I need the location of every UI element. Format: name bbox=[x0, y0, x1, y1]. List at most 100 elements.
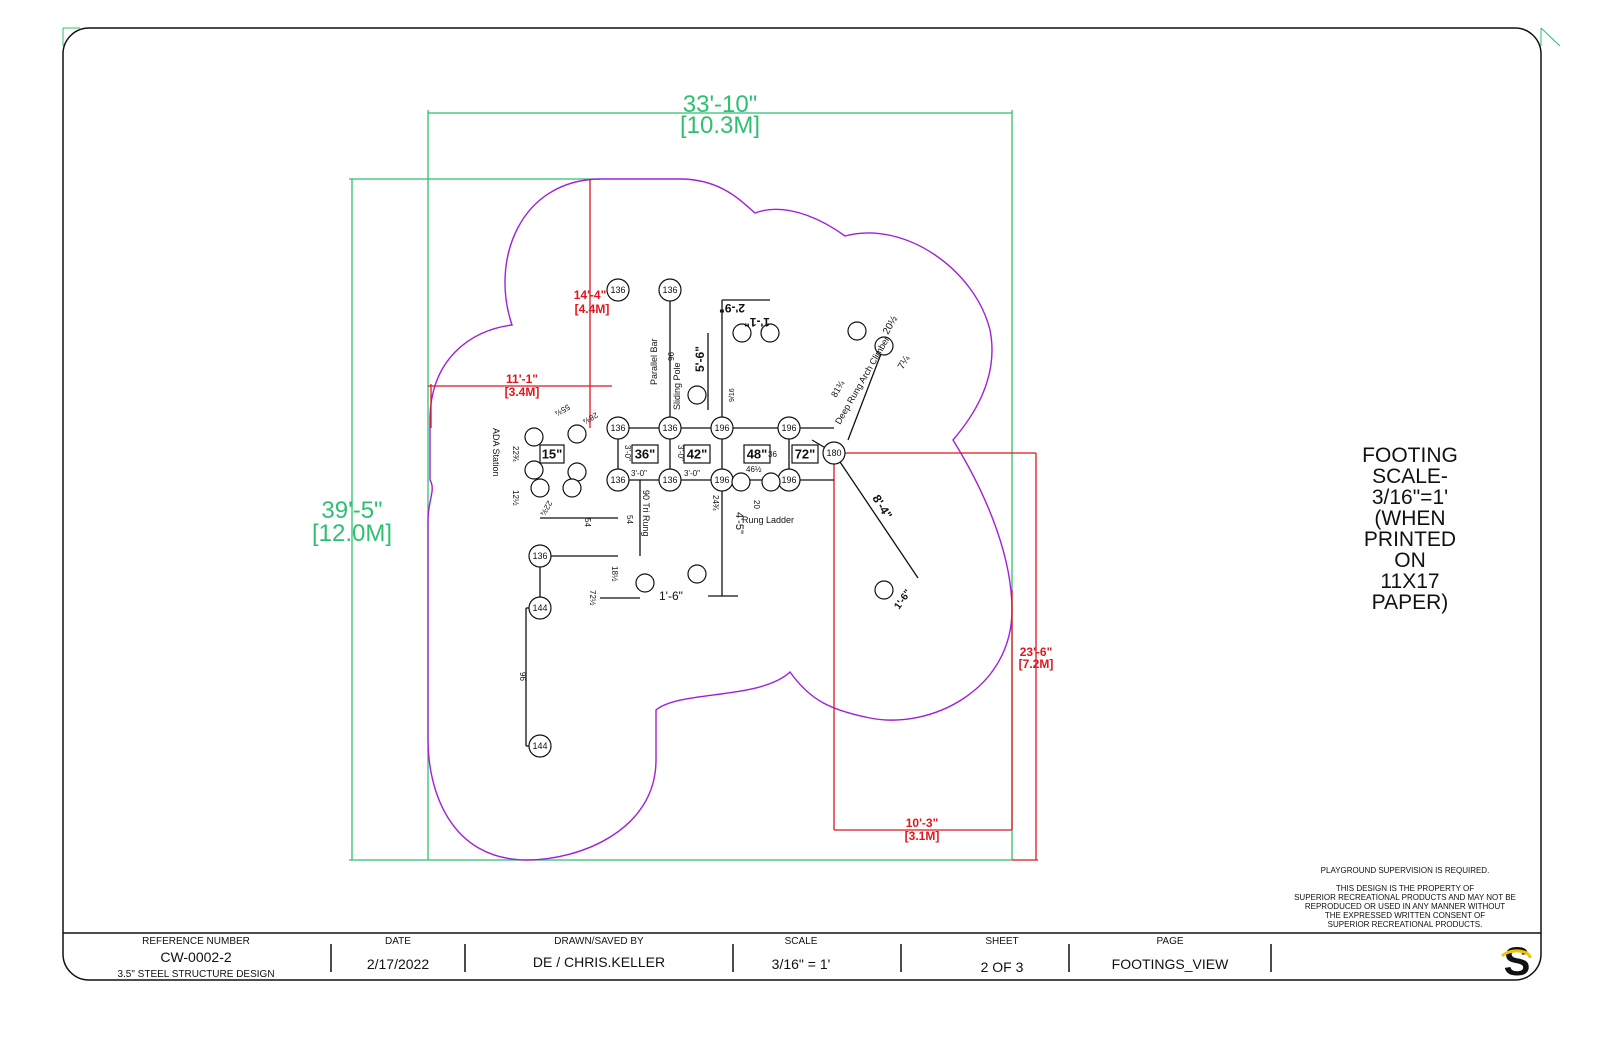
svg-text:196: 196 bbox=[781, 423, 796, 433]
supervision-note: PLAYGROUND SUPERVISION IS REQUIRED. bbox=[1321, 866, 1490, 875]
svg-text:36": 36" bbox=[635, 447, 656, 462]
parallel-bar-label: Parallel Bar bbox=[649, 338, 659, 385]
sliding-pole-label: Sliding Pole bbox=[672, 362, 682, 410]
svg-text:72": 72" bbox=[795, 447, 816, 462]
svg-text:11X17: 11X17 bbox=[1380, 570, 1439, 593]
bottom-width-metric: [3.1M] bbox=[905, 829, 940, 843]
footing-small bbox=[760, 323, 780, 343]
right-height-metric: [7.2M] bbox=[1019, 657, 1054, 671]
footing-small bbox=[635, 573, 655, 593]
footing: 196 bbox=[710, 416, 734, 440]
dim-label: 3'-0" bbox=[684, 469, 700, 478]
rung-ladder-label: Rung Ladder bbox=[742, 515, 794, 525]
svg-text:136: 136 bbox=[610, 475, 625, 485]
dim-label: 96 bbox=[666, 352, 675, 361]
height-imperial: 39'-5" bbox=[321, 497, 382, 524]
svg-text:REPRODUCED OR USED IN ANY MANN: REPRODUCED OR USED IN ANY MANNER WITHOUT bbox=[1305, 902, 1505, 911]
svg-text:136: 136 bbox=[662, 285, 677, 295]
footing: 136 bbox=[658, 278, 682, 302]
dim-label: 7¼ bbox=[895, 353, 913, 372]
ada-station-label: ADA Station bbox=[491, 428, 501, 477]
footing: 196 bbox=[777, 416, 801, 440]
reference-sub: 3.5" STEEL STRUCTURE DESIGN bbox=[117, 969, 274, 980]
tri-rung-label: 90 Tri Rung bbox=[641, 490, 651, 537]
svg-text:136: 136 bbox=[662, 475, 677, 485]
dim-label: 2'-9" bbox=[719, 301, 745, 315]
svg-text:ON: ON bbox=[1394, 549, 1426, 572]
svg-text:THE EXPRESSED WRITTEN CONSENT: THE EXPRESSED WRITTEN CONSENT OF bbox=[1325, 911, 1485, 920]
dim-label: 1'-6" bbox=[659, 589, 683, 603]
deck-height-tag: 48" bbox=[743, 444, 771, 464]
dim-label: 20½ bbox=[881, 314, 901, 337]
top-offset-metric: [4.4M] bbox=[575, 302, 610, 316]
footing: 136 bbox=[606, 278, 630, 302]
footing: 144 bbox=[528, 596, 552, 620]
right-height-imperial: 23'-6" bbox=[1020, 645, 1053, 659]
svg-text:136: 136 bbox=[610, 285, 625, 295]
corner-mark-tr bbox=[1540, 27, 1561, 47]
bottom-width-imperial: 10'-3" bbox=[906, 816, 939, 830]
dim-label: 36 bbox=[768, 450, 777, 459]
footing-small bbox=[731, 472, 751, 492]
use-zone-outline bbox=[427, 178, 1013, 861]
date-label: DATE bbox=[385, 936, 411, 947]
dim-label: 20 bbox=[752, 500, 761, 509]
svg-text:196: 196 bbox=[714, 423, 729, 433]
deck-height-tag: 72" bbox=[791, 444, 819, 464]
footing-small bbox=[524, 427, 544, 447]
corner-mark-tl bbox=[62, 27, 80, 46]
footings: 136 136 136 136 136 136 196 196 196 196 … bbox=[524, 278, 894, 758]
dim-label: 81¾ bbox=[829, 378, 847, 399]
deck-height-tag: 42" bbox=[683, 444, 711, 464]
dim-label: 18½ bbox=[610, 566, 619, 582]
dim-label: 1'-6" bbox=[892, 588, 914, 612]
dim-label: 3'-0" bbox=[631, 469, 647, 478]
page-value: FOOTINGS_VIEW bbox=[1112, 956, 1229, 972]
footing: 180 bbox=[822, 441, 846, 465]
reference-value: CW-0002-2 bbox=[160, 949, 232, 965]
dim-label: 54 bbox=[583, 518, 592, 527]
svg-text:THIS DESIGN IS THE PROPERTY OF: THIS DESIGN IS THE PROPERTY OF bbox=[1336, 884, 1474, 893]
dim-label: 72½ bbox=[588, 590, 597, 606]
scale-value: 3/16" = 1' bbox=[772, 956, 831, 972]
deck-height-tag: 36" bbox=[631, 444, 659, 464]
svg-text:3/16"=1': 3/16"=1' bbox=[1372, 486, 1448, 509]
svg-text:PRINTED: PRINTED bbox=[1364, 528, 1456, 551]
svg-text:136: 136 bbox=[610, 423, 625, 433]
svg-text:SCALE-: SCALE- bbox=[1372, 465, 1448, 488]
footing-small bbox=[761, 472, 781, 492]
footing-small bbox=[687, 564, 707, 584]
svg-text:S: S bbox=[1504, 940, 1531, 984]
footing-small bbox=[567, 462, 587, 482]
dim-label: 8'-4" bbox=[869, 492, 895, 521]
footing-small bbox=[874, 336, 894, 356]
svg-text:180: 180 bbox=[826, 448, 841, 458]
deck-height-tag: 15" bbox=[539, 444, 565, 464]
svg-text:196: 196 bbox=[781, 475, 796, 485]
svg-text:15": 15" bbox=[542, 447, 563, 462]
left-offset-metric: [3.4M] bbox=[505, 385, 540, 399]
date-value: 2/17/2022 bbox=[367, 956, 429, 972]
footing: 136 bbox=[528, 544, 552, 568]
svg-text:136: 136 bbox=[662, 423, 677, 433]
svg-text:FOOTING: FOOTING bbox=[1362, 444, 1458, 467]
title-block: REFERENCE NUMBER CW-0002-2 3.5" STEEL ST… bbox=[63, 932, 1541, 984]
top-offset-imperial: 14'-4" bbox=[574, 288, 607, 302]
left-offset-dimension: 11'-1" [3.4M] bbox=[428, 372, 612, 428]
dim-label: 5'-6" bbox=[693, 346, 707, 372]
reference-label: REFERENCE NUMBER bbox=[142, 936, 250, 947]
sheet-label: SHEET bbox=[985, 936, 1018, 947]
footing-small bbox=[530, 478, 550, 498]
dim-label: 4'-5" bbox=[733, 512, 745, 534]
footing: 136 bbox=[658, 468, 682, 492]
deck-heights: 15" 36" 42" 48" 72" bbox=[539, 444, 819, 464]
dim-label: 46½ bbox=[746, 465, 762, 474]
footing-small bbox=[687, 385, 707, 405]
bottom-width-dimension: 10'-3" [3.1M] bbox=[833, 453, 1013, 843]
footing: 136 bbox=[606, 468, 630, 492]
dim-label: 54 bbox=[625, 515, 634, 524]
scale-note: FOOTING SCALE- 3/16"=1' (WHEN PRINTED ON… bbox=[1362, 444, 1458, 614]
overall-width-dimension: 33'-10" [10.3M] bbox=[427, 91, 1013, 860]
drawn-label: DRAWN/SAVED BY bbox=[554, 936, 644, 947]
